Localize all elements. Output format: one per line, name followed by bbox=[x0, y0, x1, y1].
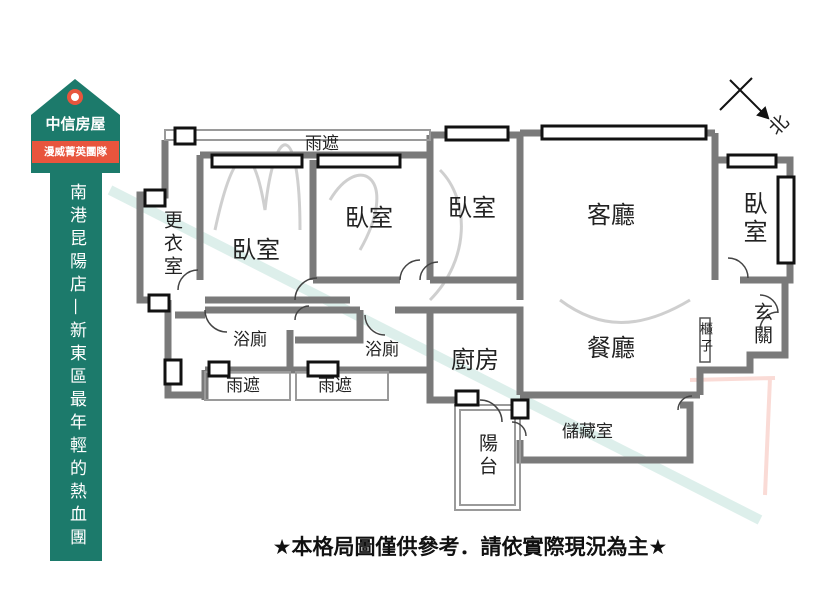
canopy-bottom-right-outline bbox=[295, 371, 389, 401]
windows bbox=[143, 124, 796, 420]
window-bath1 bbox=[207, 360, 231, 378]
watermark-stripe bbox=[107, 185, 763, 525]
window-bedroom4-side bbox=[776, 175, 796, 265]
branch-panel: 南港昆陽店—新東區最年輕的熱血團隊 bbox=[14, 173, 102, 561]
balcony-inner bbox=[459, 409, 516, 506]
balcony-outline bbox=[454, 404, 521, 511]
cabinet-shape bbox=[699, 317, 711, 363]
branch-slogan: 南港昆陽店—新東區最年輕的熱血團隊 bbox=[14, 183, 86, 551]
window-bedroom1 bbox=[210, 153, 304, 169]
window-dressing-bottom bbox=[147, 293, 171, 313]
canopies bbox=[164, 129, 521, 511]
window-living bbox=[540, 124, 708, 141]
room-kitchen: 廚房 bbox=[451, 346, 499, 374]
door-storage-b bbox=[511, 421, 527, 437]
watermark-accent bbox=[689, 376, 776, 496]
window-bedroom3 bbox=[444, 125, 510, 142]
room-entrance: 玄關 bbox=[751, 302, 773, 348]
room-living: 客廳 bbox=[587, 201, 635, 229]
disclaimer-text: ★本格局圖僅供參考．請依實際現況為主★ bbox=[272, 535, 668, 559]
door-entrance-b bbox=[759, 311, 779, 331]
watermark-scribble bbox=[213, 143, 691, 324]
room-dressing: 更衣室 bbox=[161, 210, 183, 279]
room-bedroom-3: 臥室 bbox=[448, 194, 496, 222]
brand-team: 漫威菁英團隊 bbox=[32, 141, 119, 163]
door-bedroom2 bbox=[399, 259, 421, 281]
wall-entrance bbox=[696, 276, 789, 395]
door-balcony bbox=[479, 399, 503, 423]
wall-kitchen-left bbox=[426, 310, 455, 404]
canopy-top-outline bbox=[164, 129, 431, 141]
door-bedroom1 bbox=[294, 277, 318, 301]
room-bathroom-1: 浴廁 bbox=[233, 330, 267, 350]
room-bedroom-1: 臥室 bbox=[232, 236, 280, 264]
room-bedroom-4: 臥室 bbox=[739, 191, 767, 247]
wall-bath2-top bbox=[295, 310, 364, 344]
door-bath1-inner bbox=[294, 305, 310, 321]
door-entrance-a bbox=[759, 294, 779, 314]
wall-bath-left bbox=[164, 300, 205, 399]
brand-name: 中信房屋 bbox=[45, 115, 106, 133]
window-bath2 bbox=[306, 360, 340, 378]
window-bath-left bbox=[163, 358, 183, 386]
canopy-bottom-left: 雨遮 bbox=[226, 376, 260, 396]
canopy-top: 雨遮 bbox=[305, 134, 339, 154]
room-dining: 餐廳 bbox=[587, 334, 635, 362]
door-bath2 bbox=[364, 314, 386, 336]
room-cabinet: 櫃子 bbox=[697, 322, 712, 356]
window-dressing-top bbox=[173, 126, 197, 146]
door-storage bbox=[677, 395, 693, 411]
door-dressing bbox=[177, 269, 199, 291]
compass-icon bbox=[719, 77, 770, 120]
window-bedroom2 bbox=[316, 153, 402, 169]
canopy-bottom-left-outline bbox=[204, 371, 291, 401]
wall-kitchen-right bbox=[430, 306, 524, 395]
room-storage: 儲藏室 bbox=[562, 422, 613, 442]
window-bedroom4-top bbox=[726, 153, 778, 169]
door-bedroom3 bbox=[419, 261, 439, 281]
window-dressing-side bbox=[143, 188, 167, 208]
canopy-bottom-right: 雨遮 bbox=[318, 376, 352, 396]
door-bath1 bbox=[204, 309, 228, 333]
watermark bbox=[107, 143, 776, 525]
doors bbox=[177, 257, 779, 437]
door-bedroom4 bbox=[727, 257, 749, 279]
room-bathroom-2: 浴廁 bbox=[365, 340, 399, 360]
window-kitchen bbox=[454, 389, 480, 407]
window-storage bbox=[510, 398, 530, 420]
room-balcony: 陽台 bbox=[476, 433, 498, 479]
room-bedroom-2: 臥室 bbox=[345, 204, 393, 232]
